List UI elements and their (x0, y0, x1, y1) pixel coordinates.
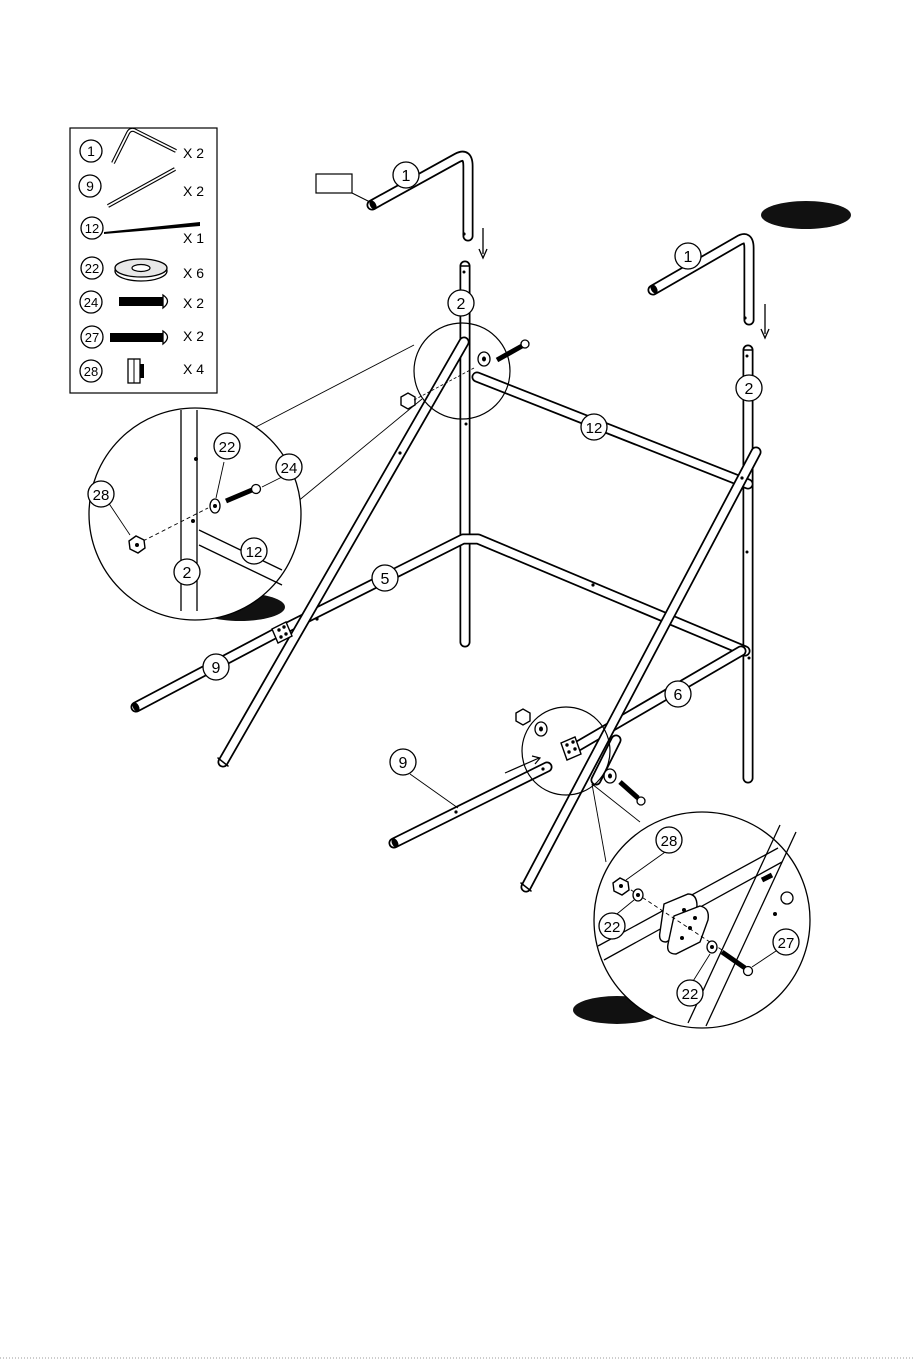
svg-text:9: 9 (399, 755, 408, 772)
callout-detail-a-rail: 12 (241, 538, 267, 564)
svg-text:2: 2 (183, 565, 192, 582)
callout-detail-b-nut: 28 (656, 827, 682, 853)
svg-text:2: 2 (745, 381, 754, 398)
tube-2-right (744, 350, 752, 778)
svg-text:5: 5 (381, 571, 390, 588)
callout-top-left-leg: 1 (393, 162, 419, 188)
part-qty-label: X 1 (183, 230, 204, 246)
svg-text:22: 22 (682, 986, 699, 1003)
callout-detail-a-upright: 2 (174, 559, 200, 585)
part-qty-label: X 2 (183, 183, 204, 199)
svg-text:22: 22 (219, 439, 236, 456)
callout-left-upright: 2 (448, 290, 474, 316)
part-number-label: 12 (85, 221, 99, 236)
part-number-label: 24 (84, 295, 98, 310)
svg-text:27: 27 (778, 935, 795, 952)
blank-label-box (316, 174, 352, 193)
tube-1-left (368, 156, 468, 236)
washer-icon (115, 259, 167, 281)
part-qty-label: X 4 (183, 361, 204, 377)
part-number-label: 1 (87, 143, 95, 159)
part-qty-label: X 2 (183, 328, 204, 344)
part-number-label: 27 (85, 330, 99, 345)
svg-text:1: 1 (402, 168, 411, 185)
part-qty-label: X 2 (183, 145, 204, 161)
tube-2-left (461, 266, 469, 642)
callout-detail-a-bolt: 24 (276, 454, 302, 480)
parts-list: 1 X 2 9 X 2 12 X 1 (70, 128, 217, 393)
tube-12-rail (477, 377, 748, 484)
down-arrow-right (761, 304, 769, 338)
part-number-label: 9 (86, 178, 94, 194)
callout-left-brace: 9 (203, 654, 229, 680)
part-qty-label: X 2 (183, 295, 204, 311)
svg-text:12: 12 (246, 544, 263, 561)
svg-text:6: 6 (674, 687, 683, 704)
down-arrow-left (479, 228, 487, 258)
svg-text:1: 1 (684, 249, 693, 266)
svg-text:9: 9 (212, 660, 221, 677)
callout-top-right-leg: 1 (675, 243, 701, 269)
callout-detail-b-bolt: 27 (773, 929, 799, 955)
callout-detail-a-washer: 22 (214, 433, 240, 459)
callout-side-rail: 6 (665, 681, 691, 707)
svg-text:24: 24 (281, 460, 298, 477)
svg-text:12: 12 (586, 420, 603, 437)
svg-text:22: 22 (604, 919, 621, 936)
svg-text:28: 28 (661, 833, 678, 850)
callout-detail-a-nut: 28 (88, 481, 114, 507)
callout-right-upright: 2 (736, 375, 762, 401)
detail-a (89, 408, 301, 620)
callout-top-rail: 12 (581, 414, 607, 440)
tube-9-front (390, 767, 547, 849)
svg-text:2: 2 (457, 296, 466, 313)
part-number-label: 22 (85, 261, 99, 276)
callout-detail-b-washer-bottom: 22 (677, 980, 703, 1006)
part-qty-label: X 6 (183, 265, 204, 281)
dark-badge-top-right (761, 201, 851, 229)
callout-rear-rail: 5 (372, 565, 398, 591)
svg-text:28: 28 (93, 487, 110, 504)
callout-detail-b-washer-top: 22 (599, 913, 625, 939)
callout-front-brace: 9 (390, 749, 458, 808)
part-number-label: 28 (84, 364, 98, 379)
